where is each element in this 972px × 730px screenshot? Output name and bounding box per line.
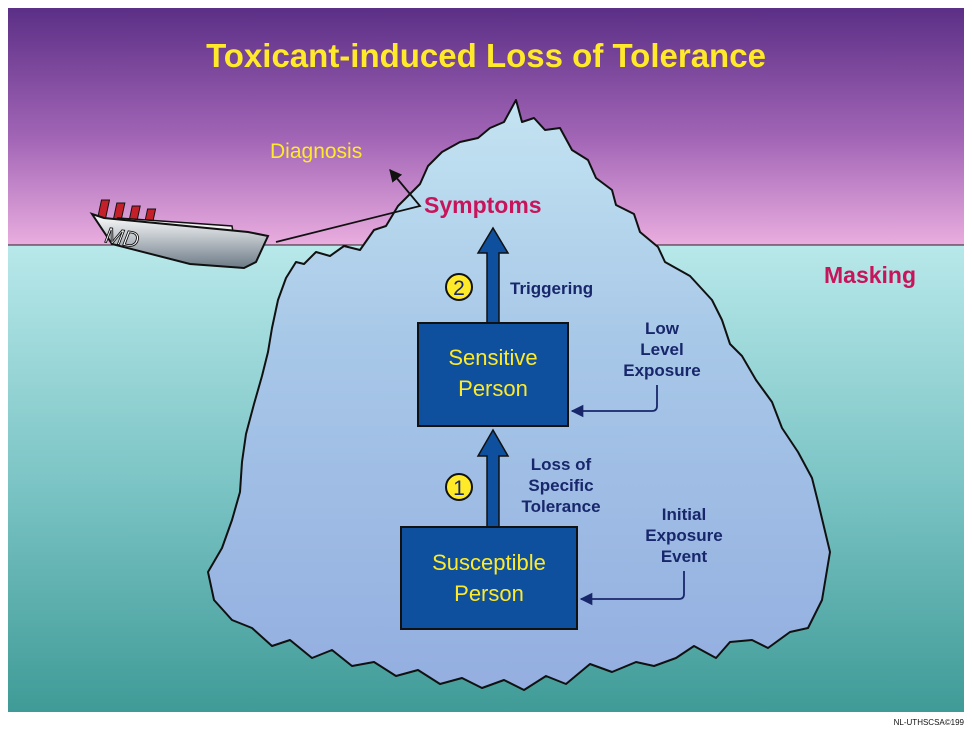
sensitive-person-box xyxy=(417,322,569,427)
copyright-credit: NL-UTHSCSA©199 xyxy=(894,718,965,727)
masking-label: Masking xyxy=(824,262,916,288)
low-level-exposure-line2: Level xyxy=(640,340,683,359)
ship-hull xyxy=(89,212,270,270)
low-level-exposure-line1: Low xyxy=(645,319,680,338)
low-level-exposure-line3: Exposure xyxy=(623,361,700,380)
step-two-number: 2 xyxy=(453,277,465,300)
initial-exposure-line3: Event xyxy=(661,547,708,566)
triggering-label: Triggering xyxy=(510,279,593,298)
step-two-circle xyxy=(445,273,473,301)
triggering-arrow xyxy=(476,226,510,324)
ship-to-iceberg-line xyxy=(275,169,422,243)
ship: MD xyxy=(89,199,270,270)
symptoms-label: Symptoms xyxy=(424,192,542,218)
initial-exposure-arrow xyxy=(579,571,685,606)
diagnosis-label: Diagnosis xyxy=(270,140,362,163)
initial-exposure-line1: Initial xyxy=(662,505,706,524)
page-title: Toxicant-induced Loss of Tolerance xyxy=(206,37,766,74)
initial-exposure-line2: Exposure xyxy=(645,526,722,545)
sensitive-person-line2: Person xyxy=(458,376,528,401)
step-one-circle xyxy=(445,473,473,501)
loss-of-tolerance-line3: Tolerance xyxy=(521,497,600,516)
loss-of-tolerance-line2: Specific xyxy=(528,476,593,495)
susceptible-person-line1: Susceptible xyxy=(432,550,546,575)
susceptible-person-box xyxy=(400,526,578,630)
low-level-exposure-arrow xyxy=(570,385,658,418)
susceptible-person-line2: Person xyxy=(454,581,524,606)
step-one-number: 1 xyxy=(453,477,465,500)
loss-of-tolerance-line1: Loss of xyxy=(531,455,592,474)
loss-of-tolerance-arrow xyxy=(476,428,510,528)
sensitive-person-line1: Sensitive xyxy=(448,345,537,370)
